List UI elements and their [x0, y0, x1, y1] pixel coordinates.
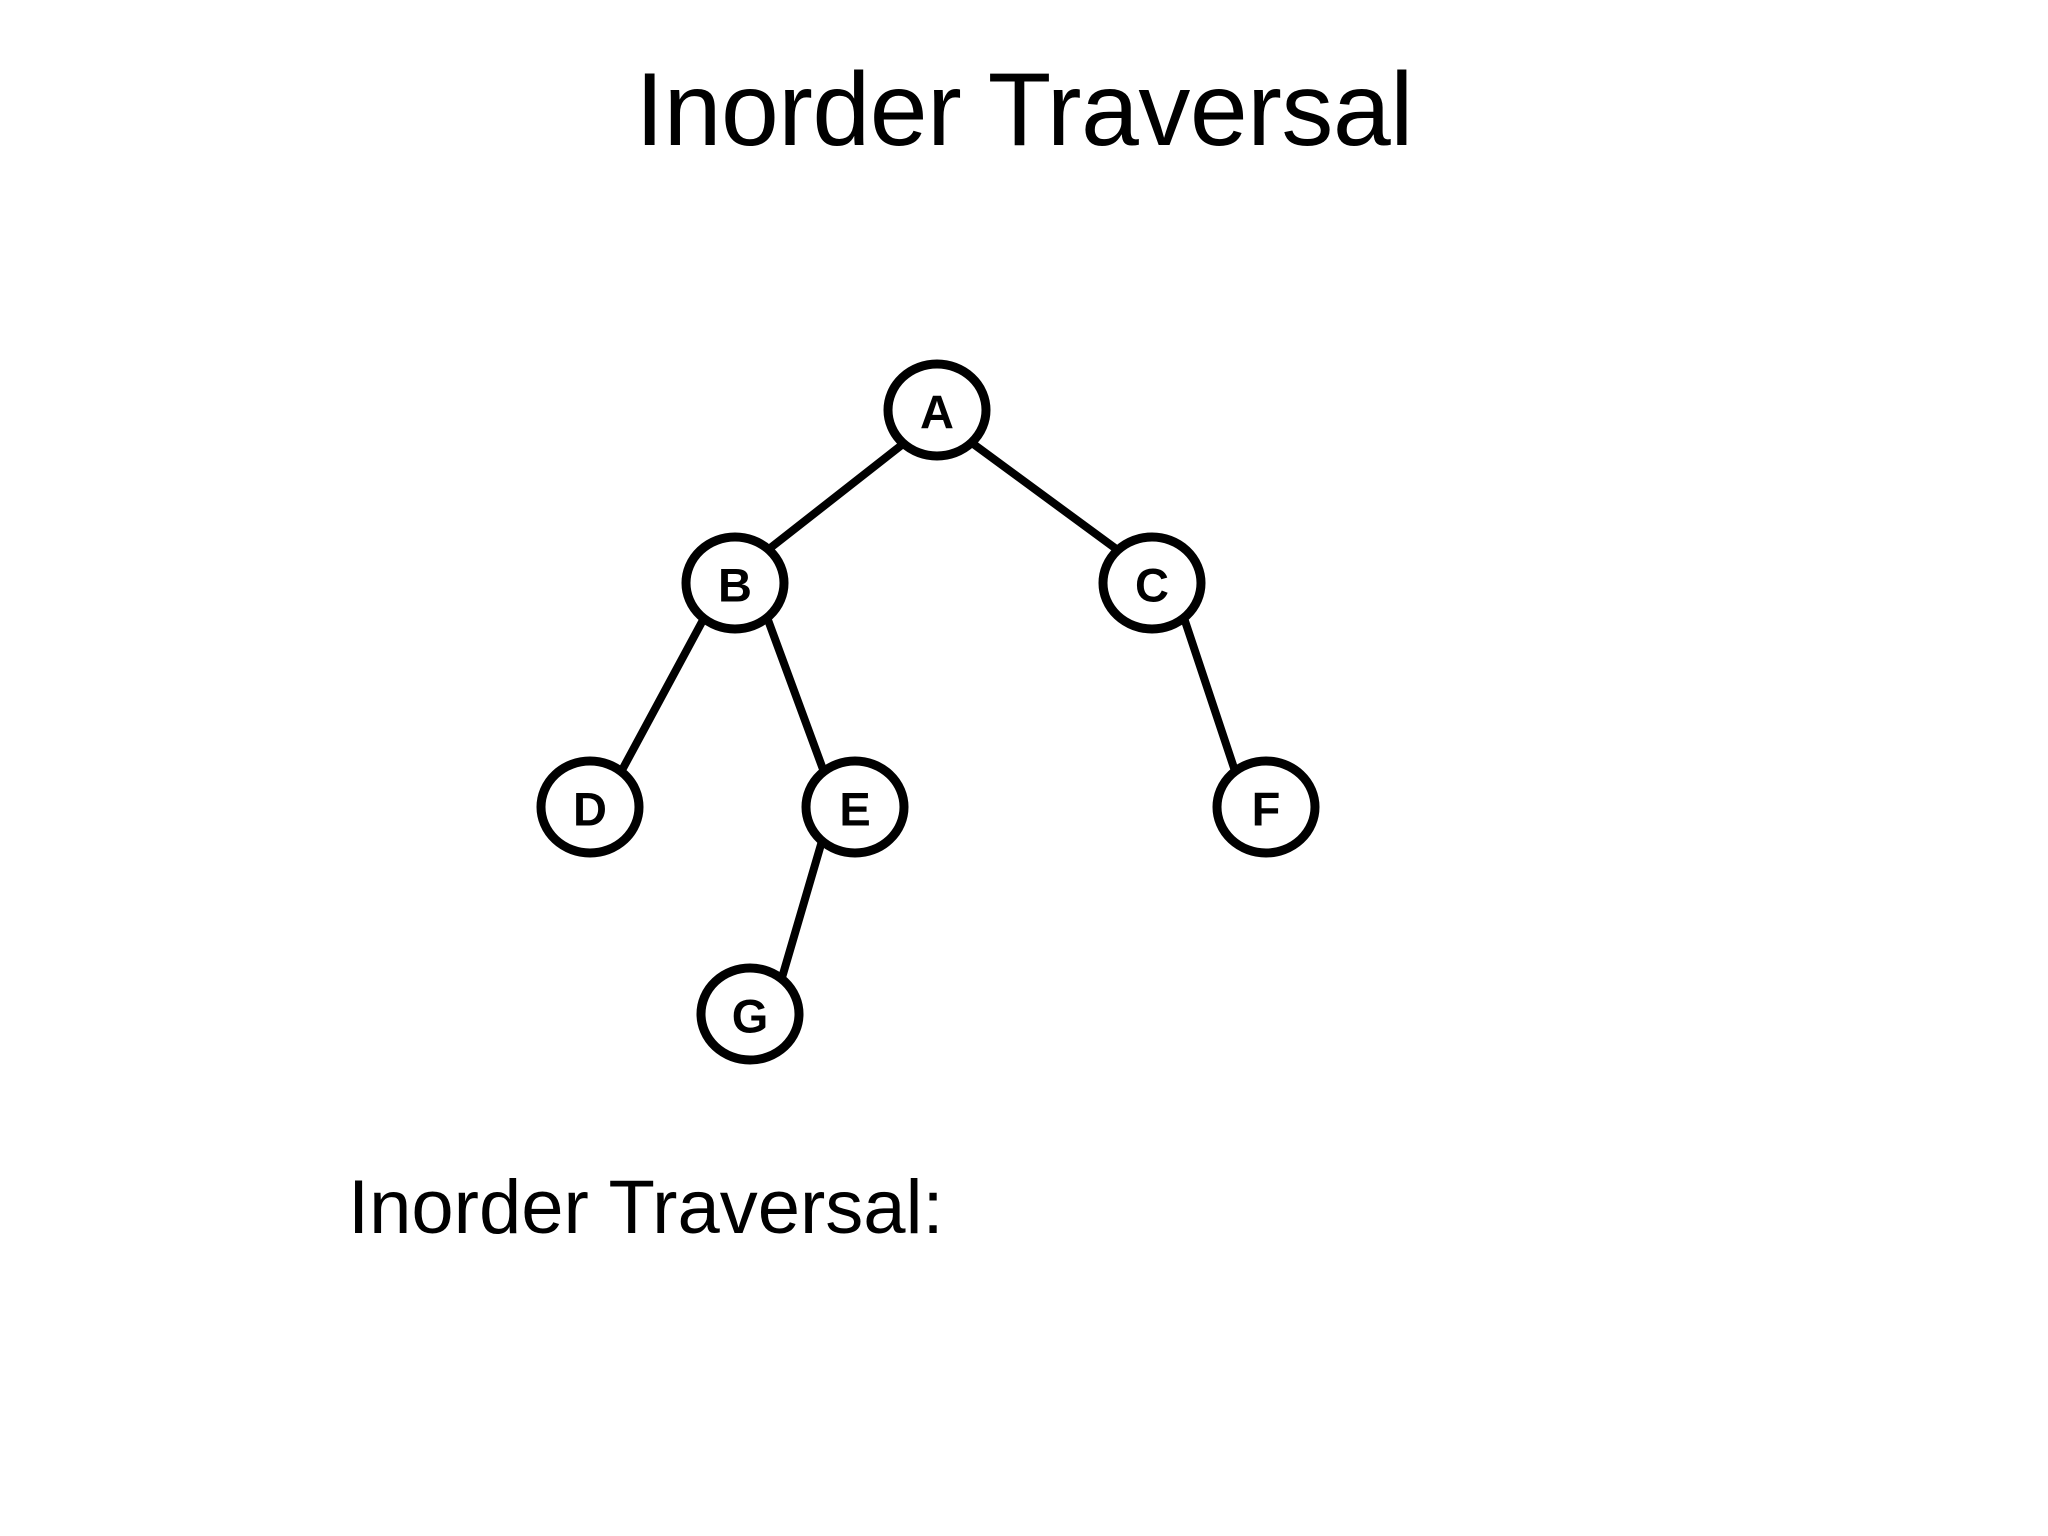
tree-node-e[interactable]: E — [801, 756, 909, 858]
tree-node-a[interactable]: A — [883, 359, 991, 461]
tree-node-label: C — [1135, 559, 1169, 612]
traversal-result-label: Inorder Traversal: — [348, 1165, 944, 1250]
tree-node-d[interactable]: D — [536, 756, 644, 858]
tree-node-label: D — [573, 783, 607, 836]
tree-node-circle — [681, 532, 789, 634]
tree-node-label: E — [839, 783, 870, 836]
tree-node-circle — [801, 756, 909, 858]
tree-node-label: A — [920, 386, 954, 439]
tree-edge-b-e — [764, 616, 828, 776]
tree-node-circle — [536, 756, 644, 858]
tree-node-label: G — [732, 990, 769, 1043]
tree-node-c[interactable]: C — [1098, 532, 1206, 634]
tree-node-b[interactable]: B — [681, 532, 789, 634]
tree-edge-b-d — [617, 616, 707, 776]
tree-edge-a-b — [765, 440, 907, 553]
tree-node-circle — [1098, 532, 1206, 634]
tree-edge-e-g — [777, 837, 826, 985]
tree-node-circle — [696, 963, 804, 1065]
tree-edge-c-f — [1180, 614, 1240, 778]
tree-node-label: F — [1252, 783, 1281, 836]
tree-edge-a-c — [968, 439, 1123, 555]
tree-edges — [617, 439, 1240, 985]
tree-node-f[interactable]: F — [1212, 756, 1320, 858]
tree-node-label: B — [718, 559, 752, 612]
page-title: Inorder Traversal — [635, 52, 1413, 168]
tree-node-g[interactable]: G — [696, 963, 804, 1065]
tree-node-circle — [883, 359, 991, 461]
tree-node-circle — [1212, 756, 1320, 858]
traversal-result-line: Inorder Traversal: — [348, 1164, 962, 1251]
